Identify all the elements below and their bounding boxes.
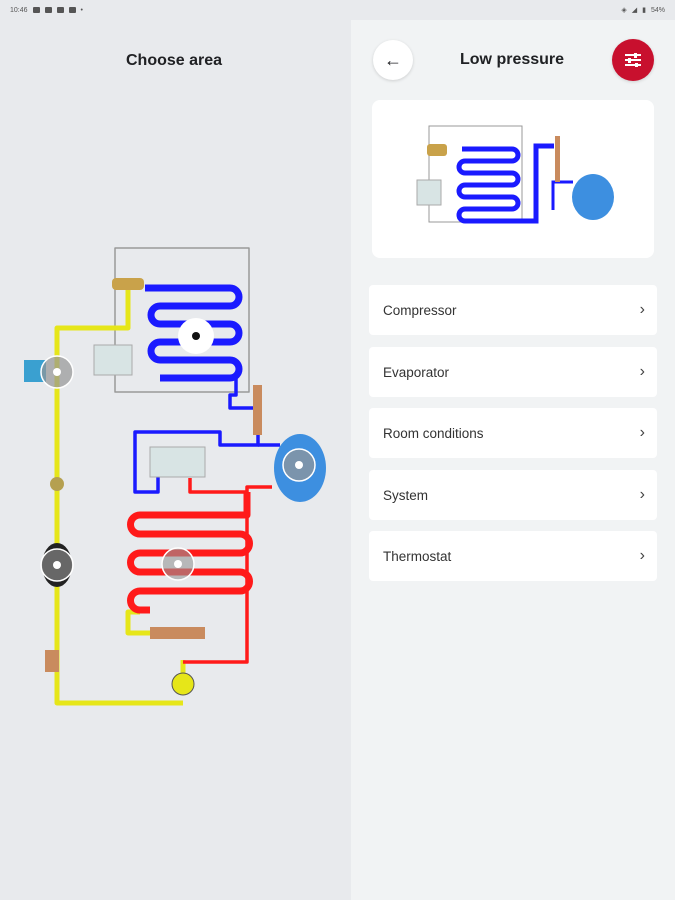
time: 10:46 [10,6,28,14]
item-label: Thermostat [383,548,452,564]
preview-card [372,100,654,258]
detail-title: Low pressure [460,51,565,68]
item-label: Compressor [383,302,457,318]
expansion-valve [112,278,144,290]
signal-icon: ◢ [631,7,638,14]
filter-button[interactable] [612,39,654,81]
chevron-right-icon: › [639,363,645,380]
pressure-valve [150,627,205,639]
solenoid-valve [24,360,46,382]
notification-icon [56,7,64,13]
sensor-line [114,247,250,393]
refrigeration-diagram [24,247,326,706]
detail-panel: ← Low pressure Compressor › Evaporator › R… [351,0,675,900]
thermostat-device [93,344,133,376]
back-button[interactable]: ← [373,40,413,80]
panel-title: Choose area [126,52,223,69]
list-item-thermostat[interactable]: Thermostat › [369,531,657,581]
discharge-line [188,478,272,494]
wifi-icon: ◈ [621,7,627,14]
dot-icon: • [80,6,83,14]
item-label: Room conditions [383,425,484,441]
low-pressure-preview [416,125,614,224]
choose-area-panel: Choose area [24,52,326,706]
condenser-coil [127,492,253,614]
chevron-right-icon: › [639,486,645,503]
arrow-left-icon: ← [384,49,402,70]
list-item-compressor[interactable]: Compressor › [369,285,657,335]
hotspots [40,318,316,582]
list-item-evaporator[interactable]: Evaporator › [369,347,657,397]
hotspot-condenser[interactable] [161,547,195,581]
notification-icon [44,7,52,13]
pressure-switch [149,446,206,478]
hotspot-evaporator[interactable] [178,318,214,354]
chevron-right-icon: › [639,547,645,564]
evaporator-coil [145,284,243,382]
chevron-right-icon: › [639,424,645,441]
hotspot-compressor[interactable] [282,448,316,482]
list-item-room-conditions[interactable]: Room conditions › [369,408,657,458]
item-label: Evaporator [383,364,450,380]
chevron-right-icon: › [639,301,645,318]
tune-icon [625,53,641,67]
list-item-system[interactable]: System › [369,470,657,520]
battery-level: 54% [650,6,665,14]
hotspot-solenoid[interactable] [40,355,74,389]
service-valve [45,650,59,672]
receiver [171,672,195,696]
notification-icon [68,7,76,13]
hotspot-filter[interactable] [40,548,74,582]
sight-glass [50,477,64,491]
liquid-line [54,290,183,706]
item-label: System [383,487,429,503]
notification-icon [32,7,40,13]
status-bar: 10:46 • ◈ ◢ ▮ 54% [0,0,675,20]
battery-icon: ▮ [642,7,646,14]
valve [253,385,262,435]
